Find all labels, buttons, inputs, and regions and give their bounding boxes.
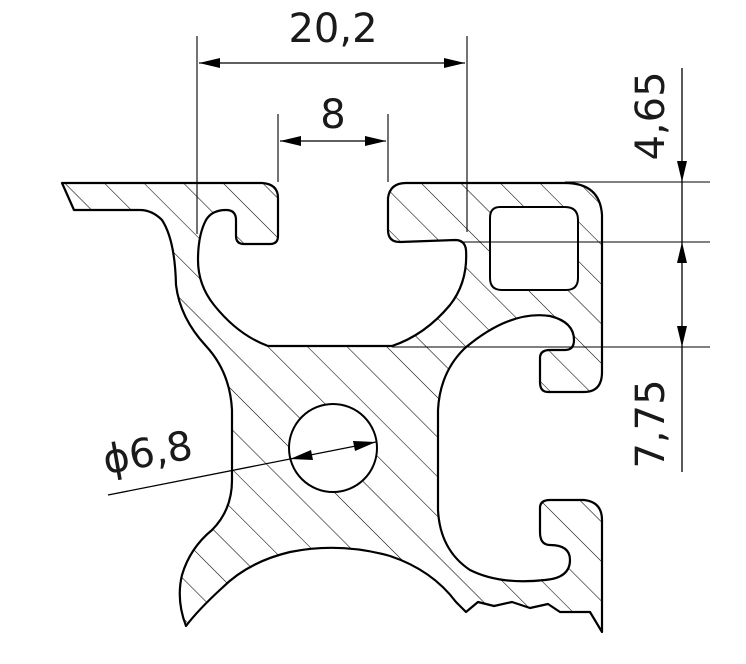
extension-lines	[196, 36, 710, 348]
dimension-bore-diameter: ϕ6,8	[99, 423, 377, 496]
dimension-slot-width: 8	[280, 92, 386, 146]
dim-overall-width-label: 20,2	[288, 6, 377, 52]
square-cavity	[489, 206, 579, 291]
dimension-overall-width: 20,2	[199, 6, 465, 68]
dim-slot-width-label: 8	[320, 92, 345, 138]
dim-lower-height-label: 7,75	[628, 379, 674, 468]
dim-top-height-label: 4,65	[628, 71, 674, 160]
dim-bore-diameter-label: ϕ6,8	[99, 423, 196, 484]
center-bore	[288, 403, 378, 493]
dimension-vertical-chain: 4,65 7,75	[628, 68, 687, 472]
